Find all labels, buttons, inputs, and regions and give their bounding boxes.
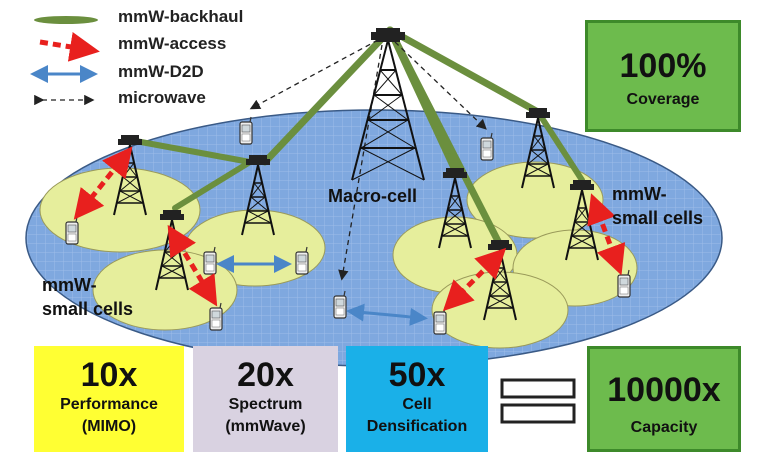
small-cells-right-label-1: mmW- [612,184,667,204]
metric-line1: Performance [60,396,158,413]
small-cell-right-bottom [431,271,569,349]
metric-line1: Spectrum [228,396,303,413]
metric-box-densification: 50x Cell Densification [346,346,488,452]
metric-line2: (mmWave) [225,418,306,435]
legend-icons [30,16,100,106]
metric-line2: (MIMO) [81,418,137,435]
metric-value: 20x [237,356,294,394]
small-cells-left-label-1: mmW- [42,275,97,295]
macro-cell-label: Macro-cell [328,186,418,206]
metric-value: 10x [80,356,138,394]
capacity-caption: Capacity [630,419,698,436]
metric-line2: Densification [366,418,468,435]
metric-box-spectrum: 20x Spectrum (mmWave) [193,346,338,452]
access-links [73,146,626,312]
legend-label-microwave: microwave [118,88,206,107]
access-arrow-icon [39,32,100,62]
legend-label-d2d: mmW-D2D [118,62,204,81]
metric-box-performance: 10x Performance (MIMO) [34,346,184,452]
legend-label-access: mmW-access [118,34,227,53]
capacity-box: 10000x Capacity [587,346,741,452]
small-cells-left-label-2: small cells [42,299,134,319]
capacity-value: 10000x [607,371,721,409]
metric-line1: Cell [402,396,432,413]
microwave-links [249,39,487,281]
backhaul-links [127,26,585,249]
coverage-box: 100% Coverage [585,20,741,132]
d2d-links [216,255,428,326]
coverage-value: 100% [619,47,707,85]
backhaul-line-icon [34,16,98,24]
small-cells-right-label-2: small cells [612,208,704,228]
metric-value: 50x [388,356,446,394]
macro-tower-icon [351,28,425,181]
legend-label-backhaul: mmW-backhaul [118,7,244,26]
coverage-caption: Coverage [626,91,700,108]
stack-icon [500,378,576,424]
